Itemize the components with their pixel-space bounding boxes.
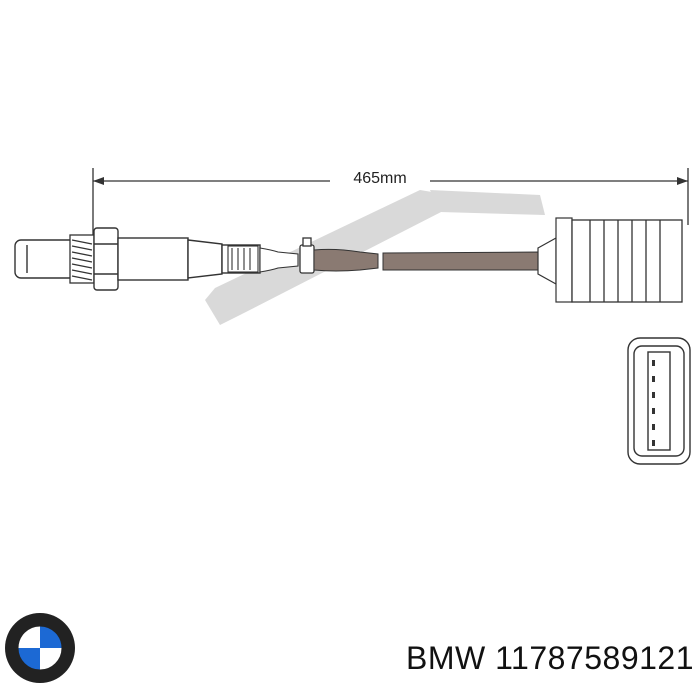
threaded-section <box>69 234 95 284</box>
braided-wire-left <box>313 248 379 272</box>
crimp-sleeve <box>227 245 299 273</box>
connector-face <box>627 337 691 465</box>
brand-name: BMW <box>406 640 486 676</box>
part-number: 11787589121 <box>495 640 694 676</box>
braided-wire-right <box>382 251 541 271</box>
part-caption: BMW 11787589121 <box>364 640 694 677</box>
hex-nut <box>93 227 119 291</box>
connector-body <box>571 219 683 303</box>
connector-pins <box>652 360 655 446</box>
dimension-arrows <box>93 177 688 185</box>
bmw-logo <box>5 613 75 683</box>
connector-boot <box>537 217 573 303</box>
sensor-tip <box>14 239 76 279</box>
dimension-label: 465mm <box>330 170 430 188</box>
